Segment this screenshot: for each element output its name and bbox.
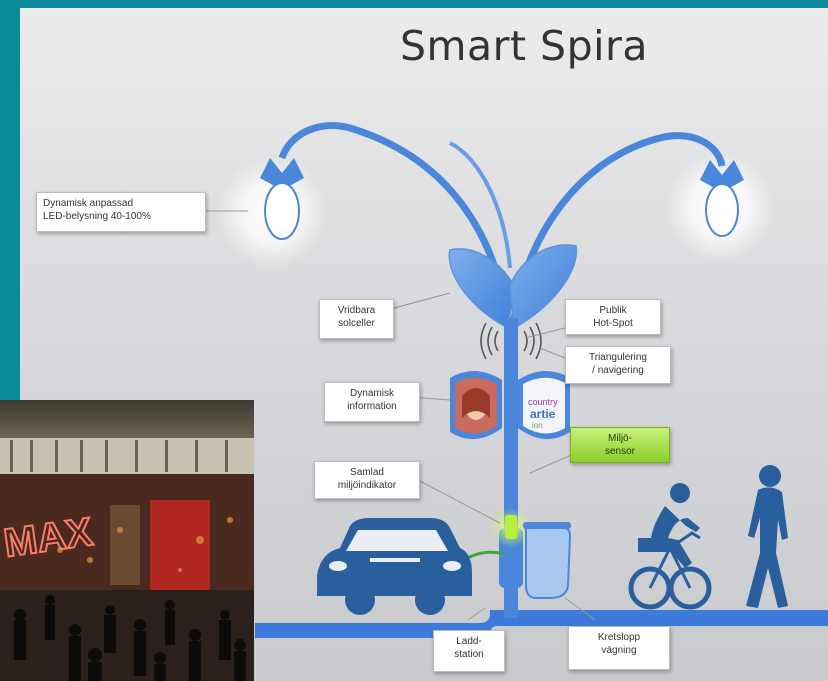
- right-info-panel: [518, 370, 570, 440]
- environment-indicator: [505, 515, 517, 539]
- right-lamp-head: [700, 160, 744, 237]
- cyclist-icon: [628, 483, 712, 610]
- callout-led-lighting: Dynamisk anpassad LED-belysning 40-100%: [36, 192, 206, 232]
- right-solar-leaf: [509, 244, 578, 330]
- callout-charging-station: Ladd- station: [433, 630, 505, 672]
- callout-public-hotspot: Publik Hot-Spot: [565, 299, 661, 335]
- left-info-panel: [450, 370, 502, 440]
- right-panel-text-2: artie: [530, 407, 556, 421]
- pedestrian-icon: [746, 465, 788, 608]
- page-title: Smart Spira: [400, 22, 648, 70]
- left-lamp-head: [260, 158, 304, 240]
- wifi-icon: [480, 322, 542, 360]
- callout-triangulation: Triangulering / navigering: [565, 346, 671, 384]
- callout-dynamic-information: Dynamisk information: [324, 382, 420, 422]
- smart-lamp-illustration: country artie ion: [205, 122, 828, 638]
- hotspot-knob: [504, 333, 518, 347]
- callout-recycling-weighing: Kretslopp vägning: [568, 626, 670, 670]
- inset-photo: MAX: [0, 400, 254, 681]
- callout-environment-sensor: Miljö- sensor: [570, 427, 670, 463]
- callout-environment-indicator: Samlad miljöindikator: [314, 461, 420, 499]
- ground-line: [255, 610, 828, 638]
- right-panel-text-3: ion: [532, 421, 543, 430]
- inner-arm: [449, 141, 512, 269]
- right-panel-text-1: country: [528, 397, 558, 407]
- crowd-photo-illustration: MAX: [0, 438, 254, 681]
- car-icon: [317, 518, 472, 615]
- weighing-bin: [525, 527, 572, 599]
- callout-solar-panels: Vridbara solceller: [319, 299, 394, 339]
- left-solar-leaf: [448, 248, 515, 330]
